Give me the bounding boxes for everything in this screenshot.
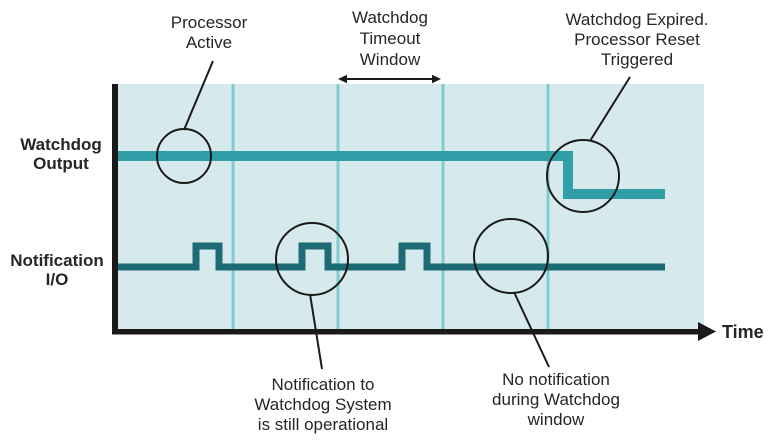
time-axis-arrowhead [698,322,716,341]
callout-line-processor-active [183,60,214,131]
timeout-window-arrowhead-left [338,74,347,84]
notification-operational-label-line3: is still operational [258,415,388,434]
processor-active-label-line2: Active [186,33,232,52]
watchdog-output-signal [118,151,665,199]
watchdog-output-row-label-line1: Watchdog [20,135,102,154]
x-axis [112,329,700,335]
timeout-window-arrowhead-right [432,74,441,84]
notification-operational-label-line2: Watchdog System [254,395,391,414]
processor-active-label-line1: Processor [171,13,248,32]
callout-circle-notification-pulse [275,222,349,296]
no-notification-label-line2: during Watchdog [492,390,620,409]
notification-operational-label-line1: Notification to [272,375,375,394]
callout-circle-no-notification [473,218,549,294]
timeout-window-label-line1: Watchdog [352,8,428,27]
watchdog-expired-label-line2: Processor Reset [574,30,700,49]
callout-circle-watchdog-expired [546,139,620,213]
time-axis-label: Time [722,322,764,342]
no-notification-label-line1: No notification [502,370,610,389]
notification-io-signal [118,242,665,271]
notification-io-row-label-line2: I/O [46,270,69,289]
timeout-window-label-line3: Window [360,50,421,69]
watchdog-output-row-label-line2: Output [33,154,89,173]
notification-io-row-label-line1: Notification [10,251,104,270]
watchdog-expired-label-line3: Triggered [601,50,673,69]
callout-line-notification-pulse [309,293,323,370]
timeout-window-label-line2: Timeout [360,29,421,48]
no-notification-label-line3: window [527,410,585,429]
callout-line-no-notification [513,291,550,368]
watchdog-expired-label-line1: Watchdog Expired. [566,10,709,29]
y-axis [112,84,118,334]
callout-line-watchdog-expired [589,76,631,142]
plot-area [118,84,704,329]
